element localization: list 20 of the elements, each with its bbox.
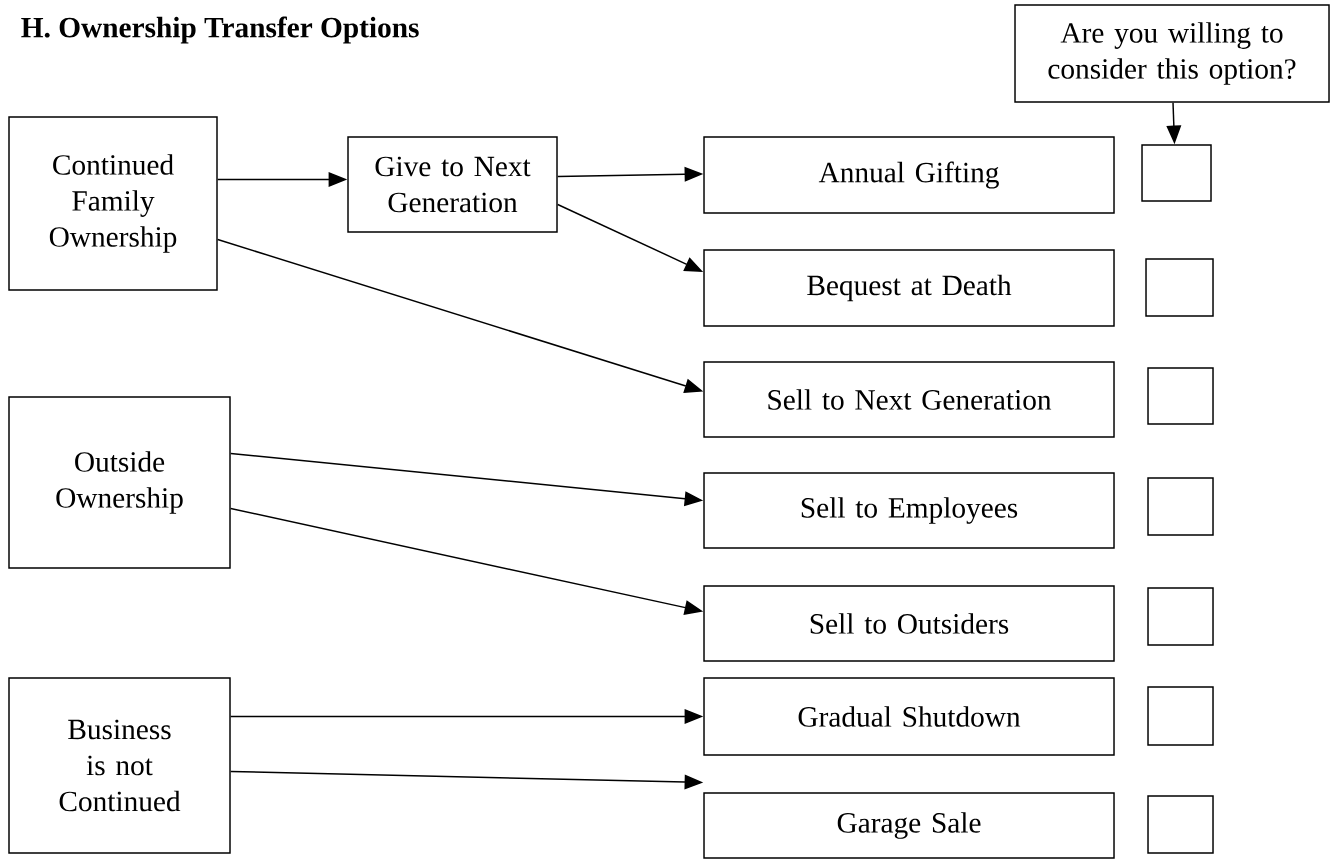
checkbox [1147, 795, 1214, 854]
checkbox [1147, 367, 1214, 425]
text-box: Bequest at Death [703, 249, 1115, 327]
text-box: Sell to Outsiders [703, 585, 1115, 662]
text-box: Gradual Shutdown [703, 677, 1115, 756]
text-box: Business is not Continued [8, 677, 231, 854]
text-box: Garage Sale [703, 792, 1115, 859]
text-box: Sell to Next Generation [703, 361, 1115, 438]
checkbox [1145, 258, 1214, 317]
question-box: Are you willing to consider this option? [1014, 4, 1330, 103]
text-box: Give to Next Generation [347, 136, 558, 233]
text-box: Outside Ownership [8, 396, 231, 569]
checkbox [1141, 144, 1212, 202]
text-box: Sell to Employees [703, 472, 1115, 549]
text-box: Continued Family Ownership [8, 116, 218, 291]
checkbox [1147, 686, 1214, 746]
text-box: Annual Gifting [703, 136, 1115, 214]
checkbox [1147, 477, 1214, 536]
heading: H. Ownership Transfer Options [21, 16, 419, 44]
checkbox [1147, 587, 1214, 646]
